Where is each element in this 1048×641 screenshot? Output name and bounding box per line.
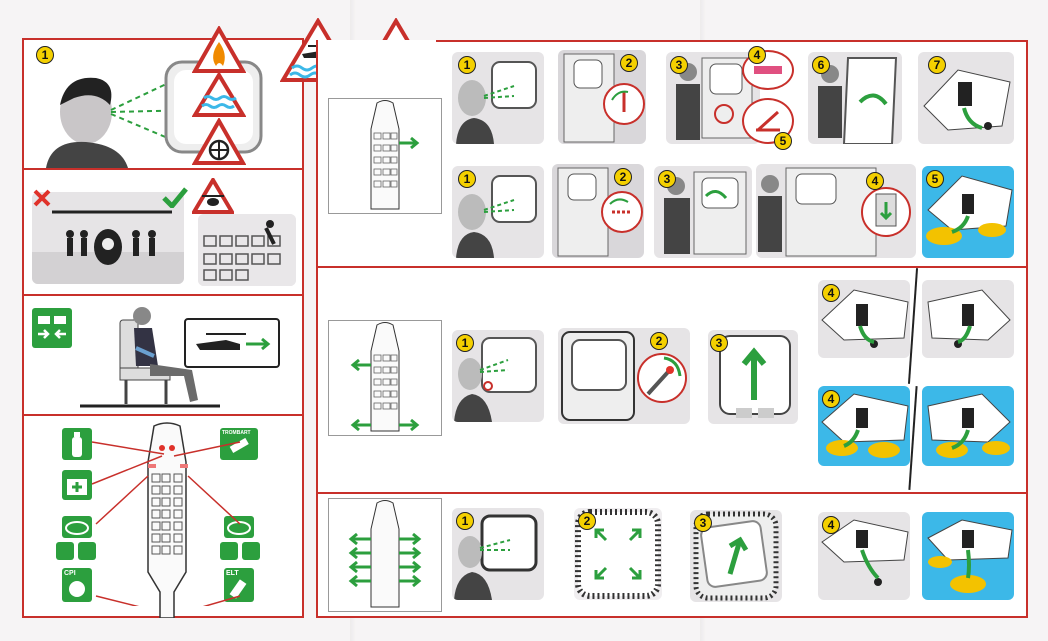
- seatbelt-sign-icon: [32, 308, 72, 348]
- row4-step4-water-tile: [922, 512, 1014, 600]
- trombart-label: TROMBART: [222, 430, 251, 436]
- seatbelt-section: [24, 296, 302, 414]
- divider: [24, 414, 302, 416]
- walk-zone-tile: [32, 192, 184, 284]
- life-vest-icon: [56, 542, 74, 560]
- row4-step4-land-tile: [818, 512, 910, 600]
- helicopter-forward-icon: [196, 333, 271, 351]
- divider: [436, 40, 1026, 42]
- exit-diagram-windows: [328, 498, 442, 612]
- equipment-pointer-lines: [91, 441, 241, 606]
- helicopter-warning-icon: [192, 178, 234, 214]
- obstacle-warning-icon: [192, 118, 246, 165]
- step-number: 3: [710, 334, 728, 352]
- row2-step5-tile: [922, 166, 1014, 258]
- elt-label: ELT: [226, 570, 239, 577]
- row3-step4-water-tile: [818, 386, 910, 466]
- cpi-label: CPI: [64, 570, 76, 577]
- step-number: 2: [620, 54, 638, 72]
- passenger-looking-icon: [46, 60, 263, 168]
- cpi-icon: CPI: [62, 568, 92, 602]
- step-number: 4: [822, 284, 840, 302]
- row3-step1-tile: [452, 330, 544, 422]
- fire-extinguisher-icon: [62, 428, 92, 460]
- row4-step3-tile: [690, 510, 782, 602]
- hazard-check-section: 1: [24, 26, 302, 168]
- equipment-section: CPI TROMBART ELT: [24, 416, 302, 618]
- row2-step3-tile: [654, 166, 752, 258]
- left-panel: 1: [22, 26, 304, 618]
- row1-step7-tile: [918, 52, 1014, 144]
- trombart-icon: TROMBART: [220, 428, 258, 460]
- divider: [318, 492, 1026, 494]
- step-number: 2: [614, 168, 632, 186]
- divider: [318, 266, 1026, 268]
- step-number: 3: [670, 56, 688, 74]
- exit-diagram-front: [328, 98, 442, 214]
- fire-warning-icon: [192, 26, 246, 73]
- row3-step4-water-rear-tile: [922, 386, 1014, 466]
- exit-diagram-middle: [328, 320, 442, 436]
- step-number: 1: [456, 334, 474, 352]
- exit-arrow-icon: [399, 136, 420, 150]
- life-raft-icon: [224, 516, 254, 538]
- step-number: 6: [812, 56, 830, 74]
- step-number: 2: [650, 332, 668, 350]
- row3-step2-tile: [558, 328, 690, 424]
- step-number: 3: [694, 514, 712, 532]
- water-warning-icon: [192, 72, 246, 117]
- step-number: 7: [928, 56, 946, 74]
- cross-icon: [33, 189, 51, 207]
- helicopter-direction-sign: [184, 318, 280, 368]
- step-number: 1: [456, 512, 474, 530]
- divider: [24, 294, 302, 296]
- step-number: 4: [866, 172, 884, 190]
- row2-step4-tile: [756, 164, 916, 258]
- flare-icon: [242, 542, 260, 560]
- cabin-brace-tile: [198, 214, 296, 286]
- step-number: 4: [822, 516, 840, 534]
- check-icon: [162, 187, 188, 208]
- row3-step4-land-rear-tile: [922, 280, 1014, 358]
- step-number: 4: [748, 46, 766, 64]
- step-number: 3: [658, 170, 676, 188]
- step-number: 1: [36, 46, 54, 64]
- step-number: 5: [774, 132, 792, 150]
- row1-step4-detail: [742, 50, 794, 90]
- life-raft-icon: [62, 516, 92, 538]
- first-aid-kit-icon: [62, 470, 92, 500]
- life-vest-icon: [220, 542, 238, 560]
- step-number: 5: [926, 170, 944, 188]
- step-number: 1: [458, 56, 476, 74]
- step-number: 2: [578, 512, 596, 530]
- row4-step1-tile: [452, 508, 544, 600]
- flare-icon: [78, 542, 96, 560]
- rotor-safety-section: [24, 170, 302, 294]
- step-number: 1: [458, 170, 476, 188]
- divider: [24, 168, 302, 170]
- step-number: 4: [822, 390, 840, 408]
- seated-passenger-icon: [80, 307, 220, 408]
- cabin-layout-diagram: [147, 422, 188, 618]
